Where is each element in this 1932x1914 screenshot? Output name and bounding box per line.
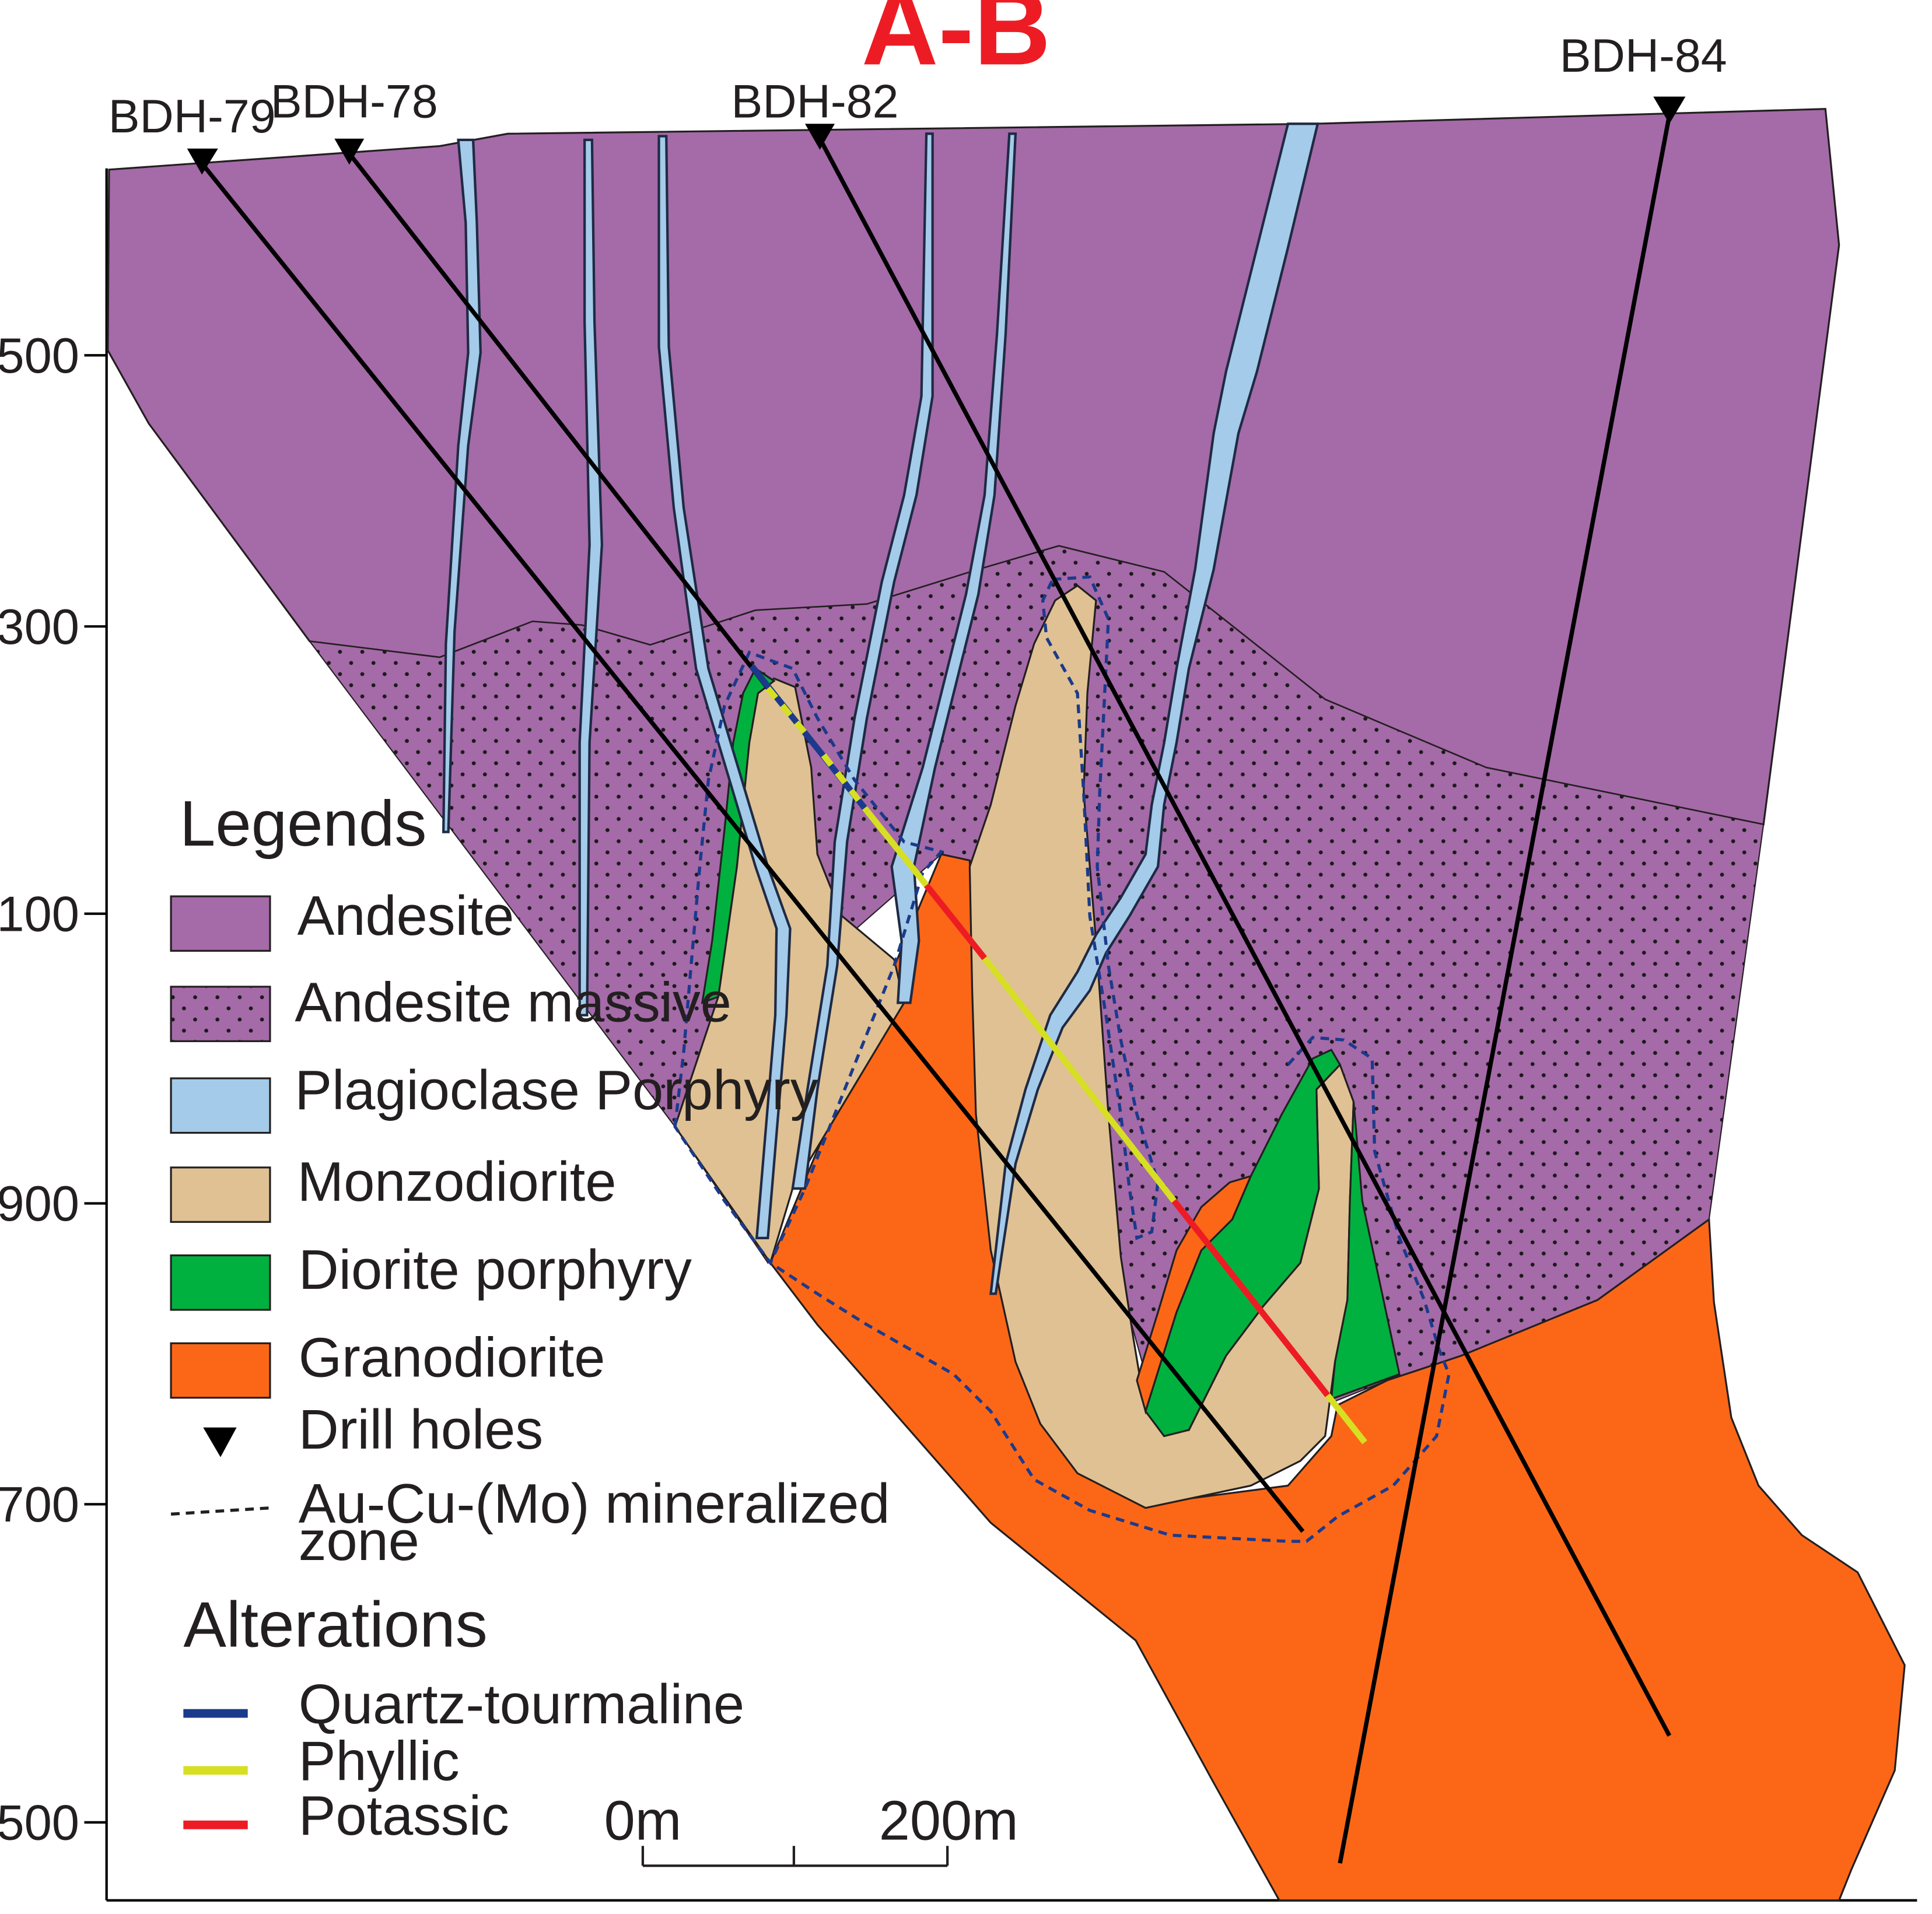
- alteration-segment-phyllic: [1325, 1393, 1367, 1445]
- drill-hole-traces: [200, 114, 1672, 1864]
- legend-label: Au-Cu-(Mo) mineralized: [299, 1473, 890, 1535]
- legend-drill-hole-symbol: [203, 1427, 237, 1457]
- alteration-segment-phyllic: [765, 686, 808, 735]
- legend-label: Andesite: [298, 885, 514, 947]
- y-tick-label: 1100: [0, 886, 79, 941]
- legend-label: Monzodiorite: [298, 1151, 617, 1213]
- legend: Legends Andesite Andesite massive Plagio…: [170, 788, 890, 1847]
- diorite-porphyry-east: [1144, 1049, 1342, 1438]
- legend-swatch-diorite-porphyry: [170, 1254, 271, 1311]
- scale-bar-start-label: 0m: [604, 1790, 682, 1852]
- legend-swatch-andesite-massive: [170, 986, 271, 1042]
- alteration-segment-potassic: [1171, 1198, 1331, 1397]
- plagioclase-vein: [890, 132, 1017, 1004]
- drill-hole-label: BDH-79: [108, 90, 276, 143]
- alteration-label: Quartz-tourmaline: [299, 1674, 744, 1736]
- alteration-segment-quartz-tourmaline: [749, 664, 808, 735]
- drill-hole-marker: [187, 148, 218, 175]
- drill-hole-marker: [334, 138, 365, 165]
- legend-mineralized-zone-line: [170, 1506, 271, 1516]
- alteration-label: Potassic: [299, 1785, 509, 1847]
- alteration-segment-phyllic: [821, 753, 870, 813]
- mineralized-zone-outlines: [673, 575, 1451, 1543]
- alteration-label: Phyllic: [299, 1731, 460, 1793]
- plagioclase-vein: [657, 135, 792, 1240]
- y-tick-label: 1300: [0, 599, 79, 654]
- drill-hole-label: BDH-82: [732, 76, 899, 128]
- drill-hole-trace-bdh-78: [347, 152, 770, 690]
- drill-hole-label: BDH-78: [271, 76, 438, 128]
- drill-hole-trace-bdh-82: [818, 138, 1672, 1737]
- drill-hole-trace-bdh-84: [1338, 114, 1672, 1864]
- legend-swatch-granodiorite: [170, 1342, 271, 1399]
- scale-bar-end-label: 200m: [879, 1790, 1019, 1852]
- drill-hole-label: BDH-84: [1560, 30, 1727, 82]
- alterations-heading: Alterations: [183, 1589, 487, 1660]
- scale-bar: 0m 200m: [604, 1790, 1019, 1867]
- diorite-porphyry-west: [701, 667, 776, 1005]
- legend-swatch-andesite: [170, 895, 271, 952]
- alteration-segment-phyllic: [864, 809, 929, 888]
- legend-label: Diorite porphyry: [299, 1239, 692, 1301]
- drill-hole-marker: [805, 124, 835, 150]
- section-title: A-B: [862, 0, 1051, 87]
- plagioclase-vein: [578, 138, 603, 1016]
- y-tick-label: 500: [0, 1795, 79, 1850]
- drill-hole-marker: [1653, 96, 1686, 124]
- legend-label: Plagioclase Porphyry: [295, 1060, 818, 1121]
- legend-label: Granodiorite: [299, 1327, 606, 1389]
- legend-swatch-monzodiorite: [170, 1166, 271, 1223]
- y-tick-label: 700: [0, 1477, 79, 1532]
- legend-label: zone: [299, 1510, 419, 1572]
- legend-heading: Legends: [180, 788, 426, 860]
- bdh-78-alteration-trace: [749, 664, 1367, 1445]
- mineralized-zone-west: [673, 650, 944, 1266]
- legend-swatch-plagioclase-porphyry: [170, 1077, 271, 1134]
- mineralized-zone-central: [1041, 575, 1160, 1240]
- legend-label: Drill holes: [299, 1399, 543, 1461]
- alteration-segment-potassic: [923, 883, 987, 960]
- plagioclase-vein: [989, 122, 1320, 1295]
- legend-label: Andesite massive: [295, 972, 732, 1033]
- y-tick-label: 1500: [0, 328, 79, 383]
- y-tick-label: 900: [0, 1176, 79, 1231]
- plagioclase-vein: [791, 132, 934, 1190]
- y-axis: 1500 1300 1100 900 700 500: [0, 168, 1917, 1902]
- drill-hole-trace-bdh-79: [200, 162, 1305, 1533]
- drill-holes: BDH-79 BDH-78 BDH-82 BDH-84: [108, 30, 1727, 175]
- alteration-segment-phyllic: [982, 956, 1177, 1203]
